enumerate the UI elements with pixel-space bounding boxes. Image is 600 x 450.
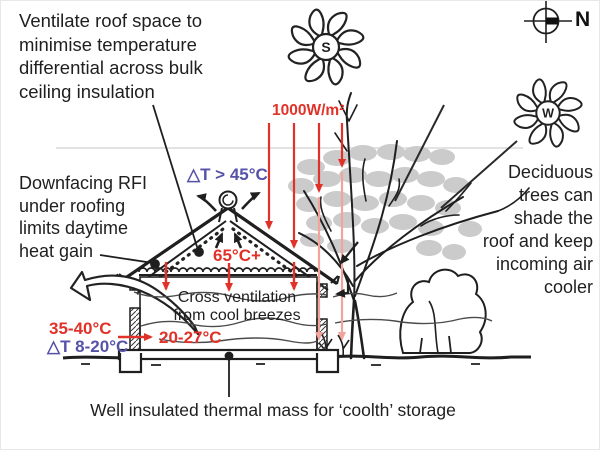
rfi-note: Downfacing RFI under roofing limits dayt… <box>19 173 148 261</box>
incoming-air-arrows <box>335 241 359 298</box>
sun-icon-west: W <box>512 77 584 149</box>
wall-delta-t-label: △T 8-20°C <box>47 337 129 356</box>
summer-sun-label: S <box>321 39 330 55</box>
roof-delta-t-label: △T > 45°C <box>187 165 268 184</box>
irradiance-label: 1000W/m² <box>272 102 345 119</box>
west-sun-label: W <box>542 107 554 121</box>
sun-icon-summer: S <box>286 7 366 87</box>
vent-exhaust-arrows <box>196 191 261 249</box>
air-outflow-arrow <box>69 270 200 336</box>
ventilate-roof-note: Ventilate roof space to minimise tempera… <box>19 10 203 102</box>
sun-ray-sketch-line <box>394 104 445 202</box>
indoor-temp-label: 20-27°C <box>159 328 222 347</box>
compass-north-label: N <box>575 8 591 31</box>
thermal-mass-note: Well insulated thermal mass for ‘coolth’… <box>90 400 456 420</box>
cross-ventilation-note: Cross ventilation from cool breezes <box>173 289 301 324</box>
roof-space-temp-label: 65°C+ <box>213 246 261 265</box>
leader-lines <box>99 104 234 397</box>
sun-rays <box>265 123 346 249</box>
whirlybird-vent-icon <box>218 190 238 223</box>
deciduous-tree <box>298 92 530 360</box>
compass-icon <box>524 1 572 43</box>
west-sun-leader-line <box>440 140 518 209</box>
deciduous-trees-note: Deciduous trees can shade the roof and k… <box>482 162 593 297</box>
outdoor-temp-label: 35-40°C <box>49 319 112 338</box>
ceiling-heat-arrows <box>162 262 298 292</box>
bush <box>399 268 487 354</box>
